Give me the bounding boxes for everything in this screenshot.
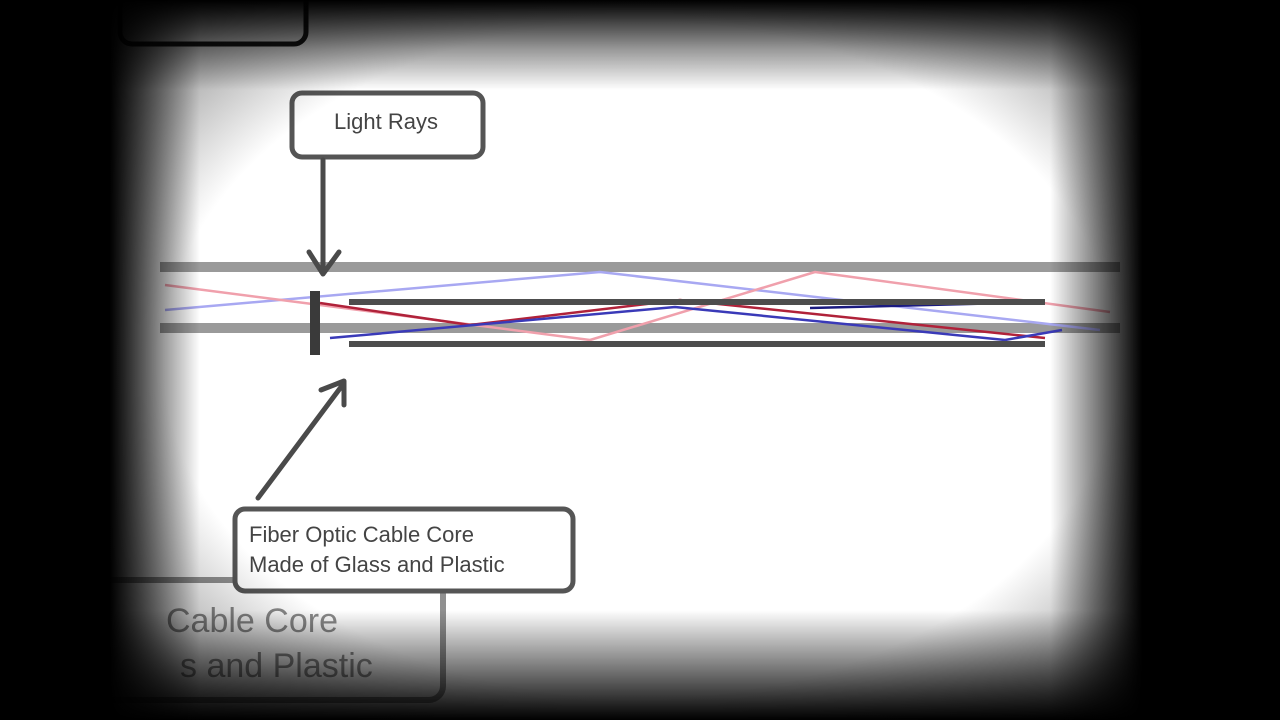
- ghost-label-line1: Cable Core: [166, 602, 338, 640]
- core-bottom-wall: [349, 341, 1045, 347]
- cladding-top-line: [160, 262, 1120, 272]
- light-rays-label: Light Rays: [334, 109, 438, 134]
- core-label-line1: Fiber Optic Cable Core: [249, 522, 474, 547]
- ghost-label-line2: s and Plastic: [180, 647, 373, 685]
- core-top-wall: [349, 299, 1045, 305]
- cable-end-face: [310, 291, 320, 355]
- core-label-line2: Made of Glass and Plastic: [249, 552, 505, 577]
